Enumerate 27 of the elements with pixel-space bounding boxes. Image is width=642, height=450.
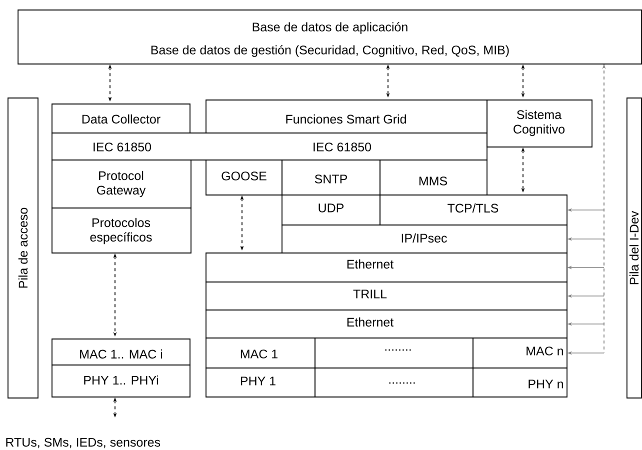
protocol-box: SNTP [282, 160, 380, 196]
protocol-box: Sistema Cognitivo [486, 100, 592, 148]
protocol-box: GOOSE [206, 160, 282, 196]
database-box: Base de datos de aplicación Base de datos de gestión (Securidad, Cognitivo, Red, QoS, MIB) [18, 10, 642, 64]
protocol-box: ........ [314, 368, 474, 398]
protocol-box: MAC 1.. MAC i [52, 338, 190, 366]
stack-box: Pila del I-Dev [626, 98, 642, 398]
protocol-box: IP/IPsec [282, 224, 568, 254]
protocol-box: ........ [314, 338, 474, 368]
protocol-box: TRILL [206, 282, 568, 310]
protocol-box: Protocol Gateway [52, 160, 192, 208]
protocol-box: Protocolos específicos [52, 208, 192, 254]
protocol-box: IEC 61850 IEC 61850 [52, 132, 488, 160]
endpoint-label: RTUs, SMs, IEDs, sensores [6, 438, 160, 448]
protocol-box: Funciones Smart Grid [206, 100, 488, 134]
protocol-box: Ethernet [206, 310, 568, 338]
protocol-box: Ethernet [206, 252, 568, 282]
protocol-box: PHY 1 [206, 368, 316, 398]
protocol-box: MMS [380, 160, 488, 196]
protocol-box: PHY 1.. PHYi [52, 364, 190, 398]
protocol-box: Data Collector [52, 104, 190, 134]
protocol-box: UDP [282, 194, 380, 226]
protocol-box: MAC n [472, 338, 568, 368]
protocol-box: MAC 1 [206, 338, 316, 368]
protocol-box: PHY n [472, 368, 568, 398]
stack-box: Pila de acceso [8, 98, 38, 398]
protocol-box: TCP/TLS [380, 194, 568, 226]
